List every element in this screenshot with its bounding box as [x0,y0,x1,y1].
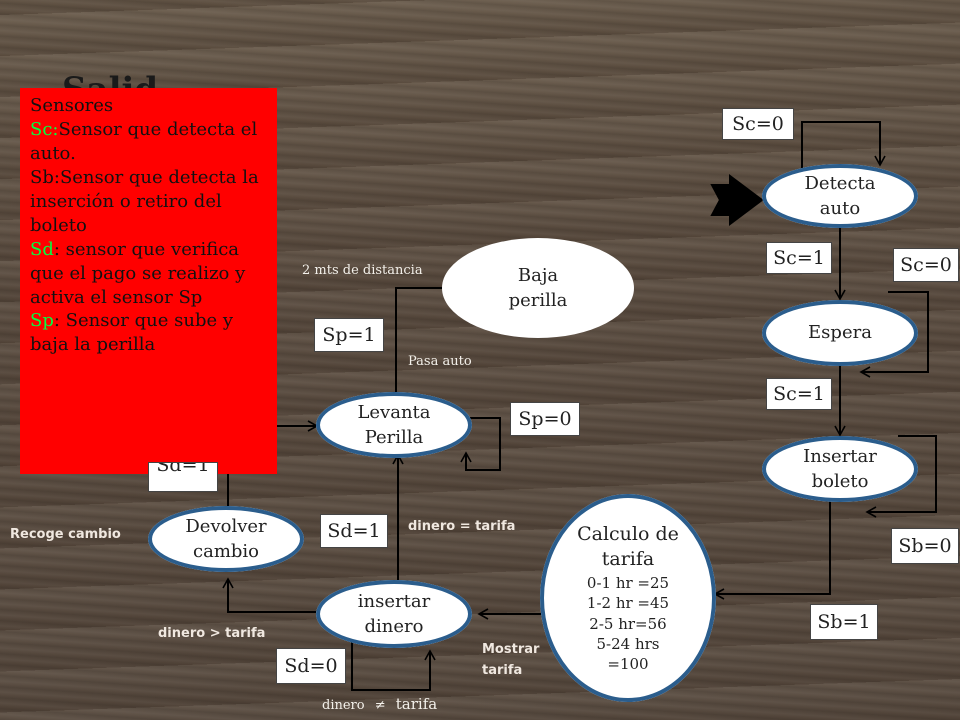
legend-item-sb: Sb:Sensor que detecta la inserción o ret… [30,166,259,236]
condition-sb0: Sb=0 [891,528,959,564]
loop-espera [859,291,929,378]
annotation-dinero-mayor: dinero > tarifa [158,626,266,641]
loop-levanta [460,417,501,471]
condition-sb1: Sb=1 [810,604,878,640]
arrow-dinero-devolver [222,577,316,613]
condition-sp1: Sp=1 [314,318,384,352]
condition-sd0: Sd=0 [276,648,346,684]
condition-sc0-top: Sc=0 [722,108,794,140]
annotation-recoge-cambio: Recoge cambio [10,527,121,542]
state-devolver-cambio: Devolver cambio [148,506,304,572]
state-espera: Espera [762,300,918,366]
legend-item-sp: Sp: Sensor que sube y baja la perilla [30,310,234,356]
legend-key: Sc [30,118,53,140]
annotation-pasa-auto: Pasa auto [408,354,472,369]
loop-sc0-top [801,121,886,170]
annotation-dinero-distinto: dinero ≠ tarifa [322,695,438,713]
condition-sp0: Sp=0 [510,402,580,436]
annotation-distancia: 2 mts de distancia [302,263,423,278]
state-insertar-dinero: insertar dinero [316,580,472,648]
loop-boleto [865,435,937,518]
condition-sd1: Sd=1 [320,514,388,548]
legend-heading: Sensores [30,95,114,116]
condition-hidden: Sd=1 [148,462,218,492]
legend-key: Sd [30,238,54,260]
state-insertar-boleto: Insertar boleto [762,436,918,502]
state-levanta-perilla: Levanta Perilla [316,392,472,458]
state-baja-perilla: Baja perilla [442,238,634,338]
arrow-boleto-calculo [713,500,831,600]
loop-dinero [351,642,436,691]
arrow-levanta-baja [395,282,459,396]
annotation-dinero-igual: dinero = tarifa [408,519,516,534]
annotation-mostrar-tarifa: Mostrar tarifa [482,642,540,678]
sensor-legend: Sensores Sc:Sensor que detecta el auto. … [20,88,277,474]
condition-sc1-b: Sc=1 [766,378,832,410]
condition-sc0-right: Sc=0 [893,248,959,282]
legend-item-sc: Sc:Sensor que detecta el auto. [30,118,258,164]
start-arrow [710,174,764,226]
legend-key: Sp [30,310,54,332]
legend-key: Sb [30,166,54,188]
state-calculo-tarifa: Calculo de tarifa 0-1 hr =25 1-2 hr =45 … [540,494,716,702]
legend-item-sd: Sd: sensor que verifica que el pago se r… [30,238,246,308]
state-detecta-auto: Detecta auto [762,164,918,228]
condition-sc1-a: Sc=1 [766,242,832,274]
